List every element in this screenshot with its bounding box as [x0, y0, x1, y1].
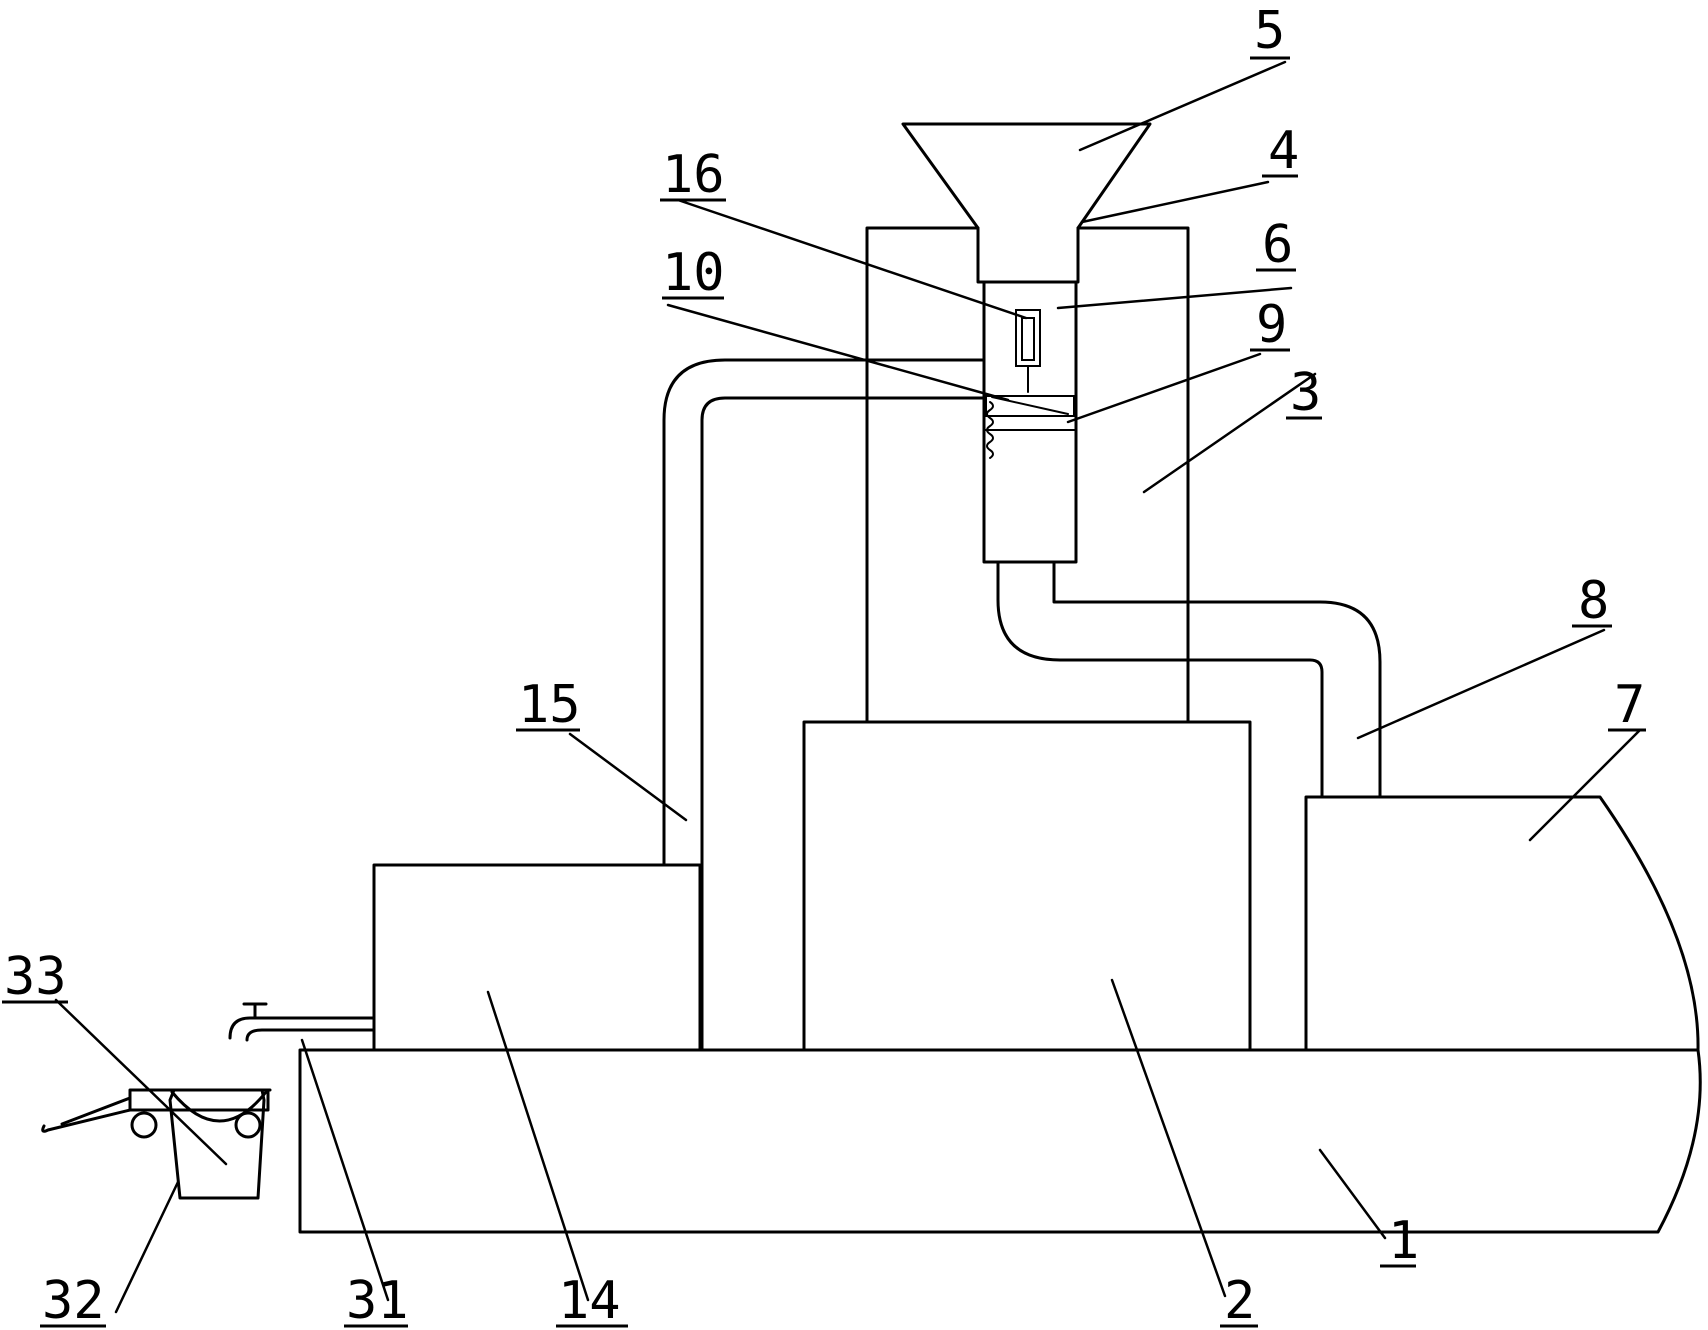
leader-14 — [486, 990, 590, 1302]
bucket-33 — [168, 1088, 266, 1200]
label-8: 8 — [1578, 571, 1609, 631]
label-9: 9 — [1256, 295, 1287, 355]
leader-1 — [1318, 1148, 1387, 1240]
label-15: 15 — [518, 675, 581, 735]
bucket-handle — [170, 1090, 268, 1123]
pipe-8-inner — [1052, 560, 1382, 799]
tank-14 — [372, 863, 702, 1052]
label-16: 16 — [662, 145, 725, 205]
spring — [986, 401, 994, 459]
label-31: 31 — [346, 1271, 409, 1330]
housing-6 — [982, 280, 1078, 564]
cart-wheel-right — [234, 1111, 262, 1139]
leader-7 — [1528, 728, 1642, 842]
cylinder-16-inner — [1021, 317, 1035, 361]
leader-3 — [1142, 372, 1317, 494]
frame-3-right — [1076, 226, 1190, 724]
label-32: 32 — [42, 1271, 105, 1330]
leader-5 — [1078, 60, 1287, 152]
hopper-5 — [901, 122, 1152, 284]
pipe-15 — [662, 358, 986, 867]
cart-wheel-left — [130, 1111, 158, 1139]
label-7: 7 — [1614, 675, 1645, 735]
leader-10 — [666, 303, 1010, 402]
label-3: 3 — [1290, 363, 1321, 423]
leader-9 — [1066, 352, 1262, 424]
plate-9 — [985, 395, 1075, 417]
leader-33 — [54, 998, 228, 1166]
leader-16 — [676, 198, 1028, 320]
cart-handle — [41, 1108, 132, 1133]
leader-15 — [568, 732, 688, 822]
tank-7 — [1304, 795, 1700, 1052]
leader-32 — [114, 1180, 180, 1314]
label-10: 10 — [662, 243, 725, 303]
pipe-8 — [996, 560, 1324, 799]
pipe-15-inner — [700, 396, 986, 1052]
label-6: 6 — [1262, 215, 1293, 275]
label-2: 2 — [1224, 1271, 1255, 1330]
leader-4 — [1080, 180, 1270, 224]
label-14: 14 — [558, 1271, 621, 1330]
frame-3 — [865, 226, 980, 724]
tap-31 — [228, 1002, 292, 1042]
leader-31 — [300, 1038, 390, 1302]
leader-6 — [1056, 286, 1293, 310]
label-33: 33 — [4, 947, 67, 1007]
leader-8 — [1356, 628, 1606, 740]
label-4: 4 — [1268, 121, 1299, 181]
base-1 — [298, 1048, 1702, 1234]
leader-2 — [1110, 978, 1227, 1298]
box-2 — [802, 720, 1252, 1052]
label-5: 5 — [1254, 1, 1285, 61]
label-1: 1 — [1388, 1211, 1419, 1271]
